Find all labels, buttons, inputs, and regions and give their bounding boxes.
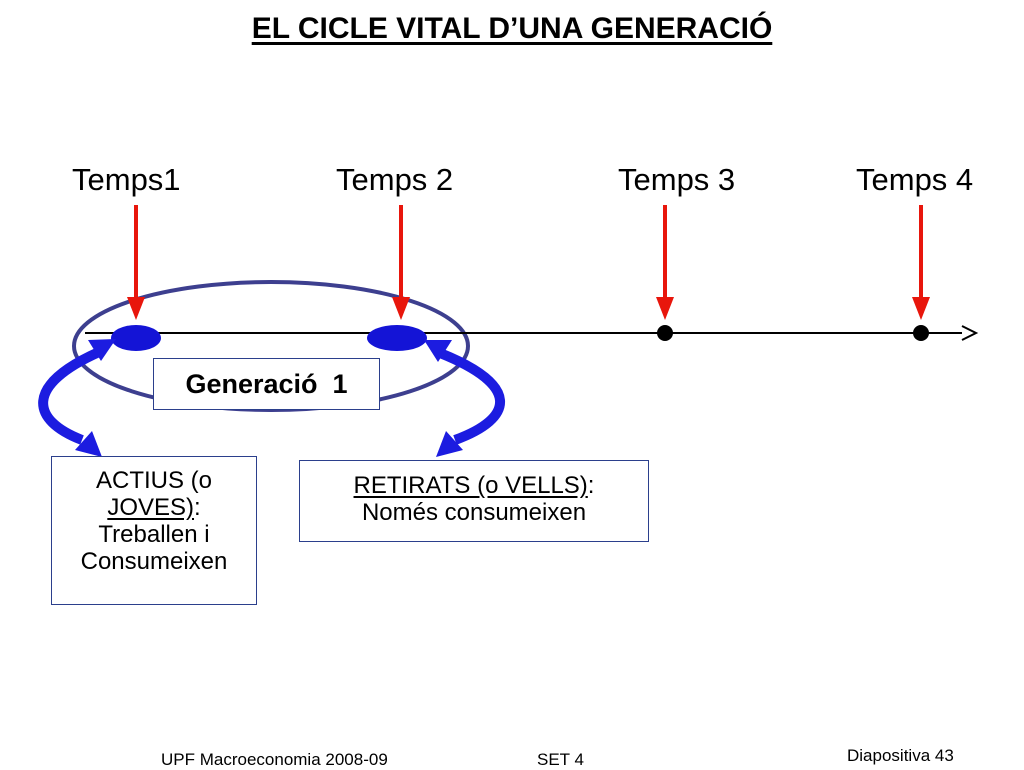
generation-label-box: Generació 1	[153, 358, 380, 410]
timeline-arrowhead-icon	[961, 325, 979, 341]
blue-curved-double-arrow-icon	[424, 340, 505, 457]
timeline-node-1	[111, 325, 161, 351]
time-label-1: Temps1	[72, 162, 181, 197]
footer-set: SET 4	[537, 750, 584, 769]
footer-slide-number: Diapositiva 43	[847, 746, 954, 765]
red-down-arrow-icon	[127, 205, 145, 320]
timeline-node-2	[367, 325, 427, 351]
timeline-node-4	[913, 325, 929, 341]
time-label-3: Temps 3	[618, 162, 736, 197]
blue-curved-double-arrow-icon	[38, 339, 116, 457]
retirats-box: RETIRATS (o VELLS): Només consumeixen	[299, 460, 649, 542]
red-down-arrow-icon	[656, 205, 674, 320]
actius-joves-text: JOVES)	[107, 494, 194, 521]
actius-line-2: JOVES):	[52, 494, 256, 521]
actius-line-3: Treballen i	[98, 521, 210, 548]
actius-box: ACTIUS (o JOVES): Treballen i Consumeixe…	[51, 456, 257, 605]
footer-course: UPF Macroeconomia 2008-09	[161, 750, 388, 769]
retirats-line-2: Només consumeixen	[361, 499, 587, 526]
time-label-4: Temps 4	[856, 162, 974, 197]
actius-line-4: Consumeixen	[80, 548, 228, 575]
time-label-2: Temps 2	[336, 162, 454, 197]
timeline-node-3	[657, 325, 673, 341]
retirats-line-1: RETIRATS (o VELLS):	[300, 472, 648, 499]
slide-title: EL CICLE VITAL D’UNA GENERACIÓ	[251, 12, 773, 45]
red-down-arrow-icon	[912, 205, 930, 320]
retirats-vells-text: RETIRATS (o VELLS)	[353, 472, 588, 499]
red-down-arrow-icon	[392, 205, 410, 320]
retirats-colon: :	[587, 472, 595, 499]
generation-ellipse	[72, 280, 470, 412]
actius-line-1: ACTIUS (o	[95, 467, 212, 494]
actius-colon: :	[194, 494, 201, 521]
